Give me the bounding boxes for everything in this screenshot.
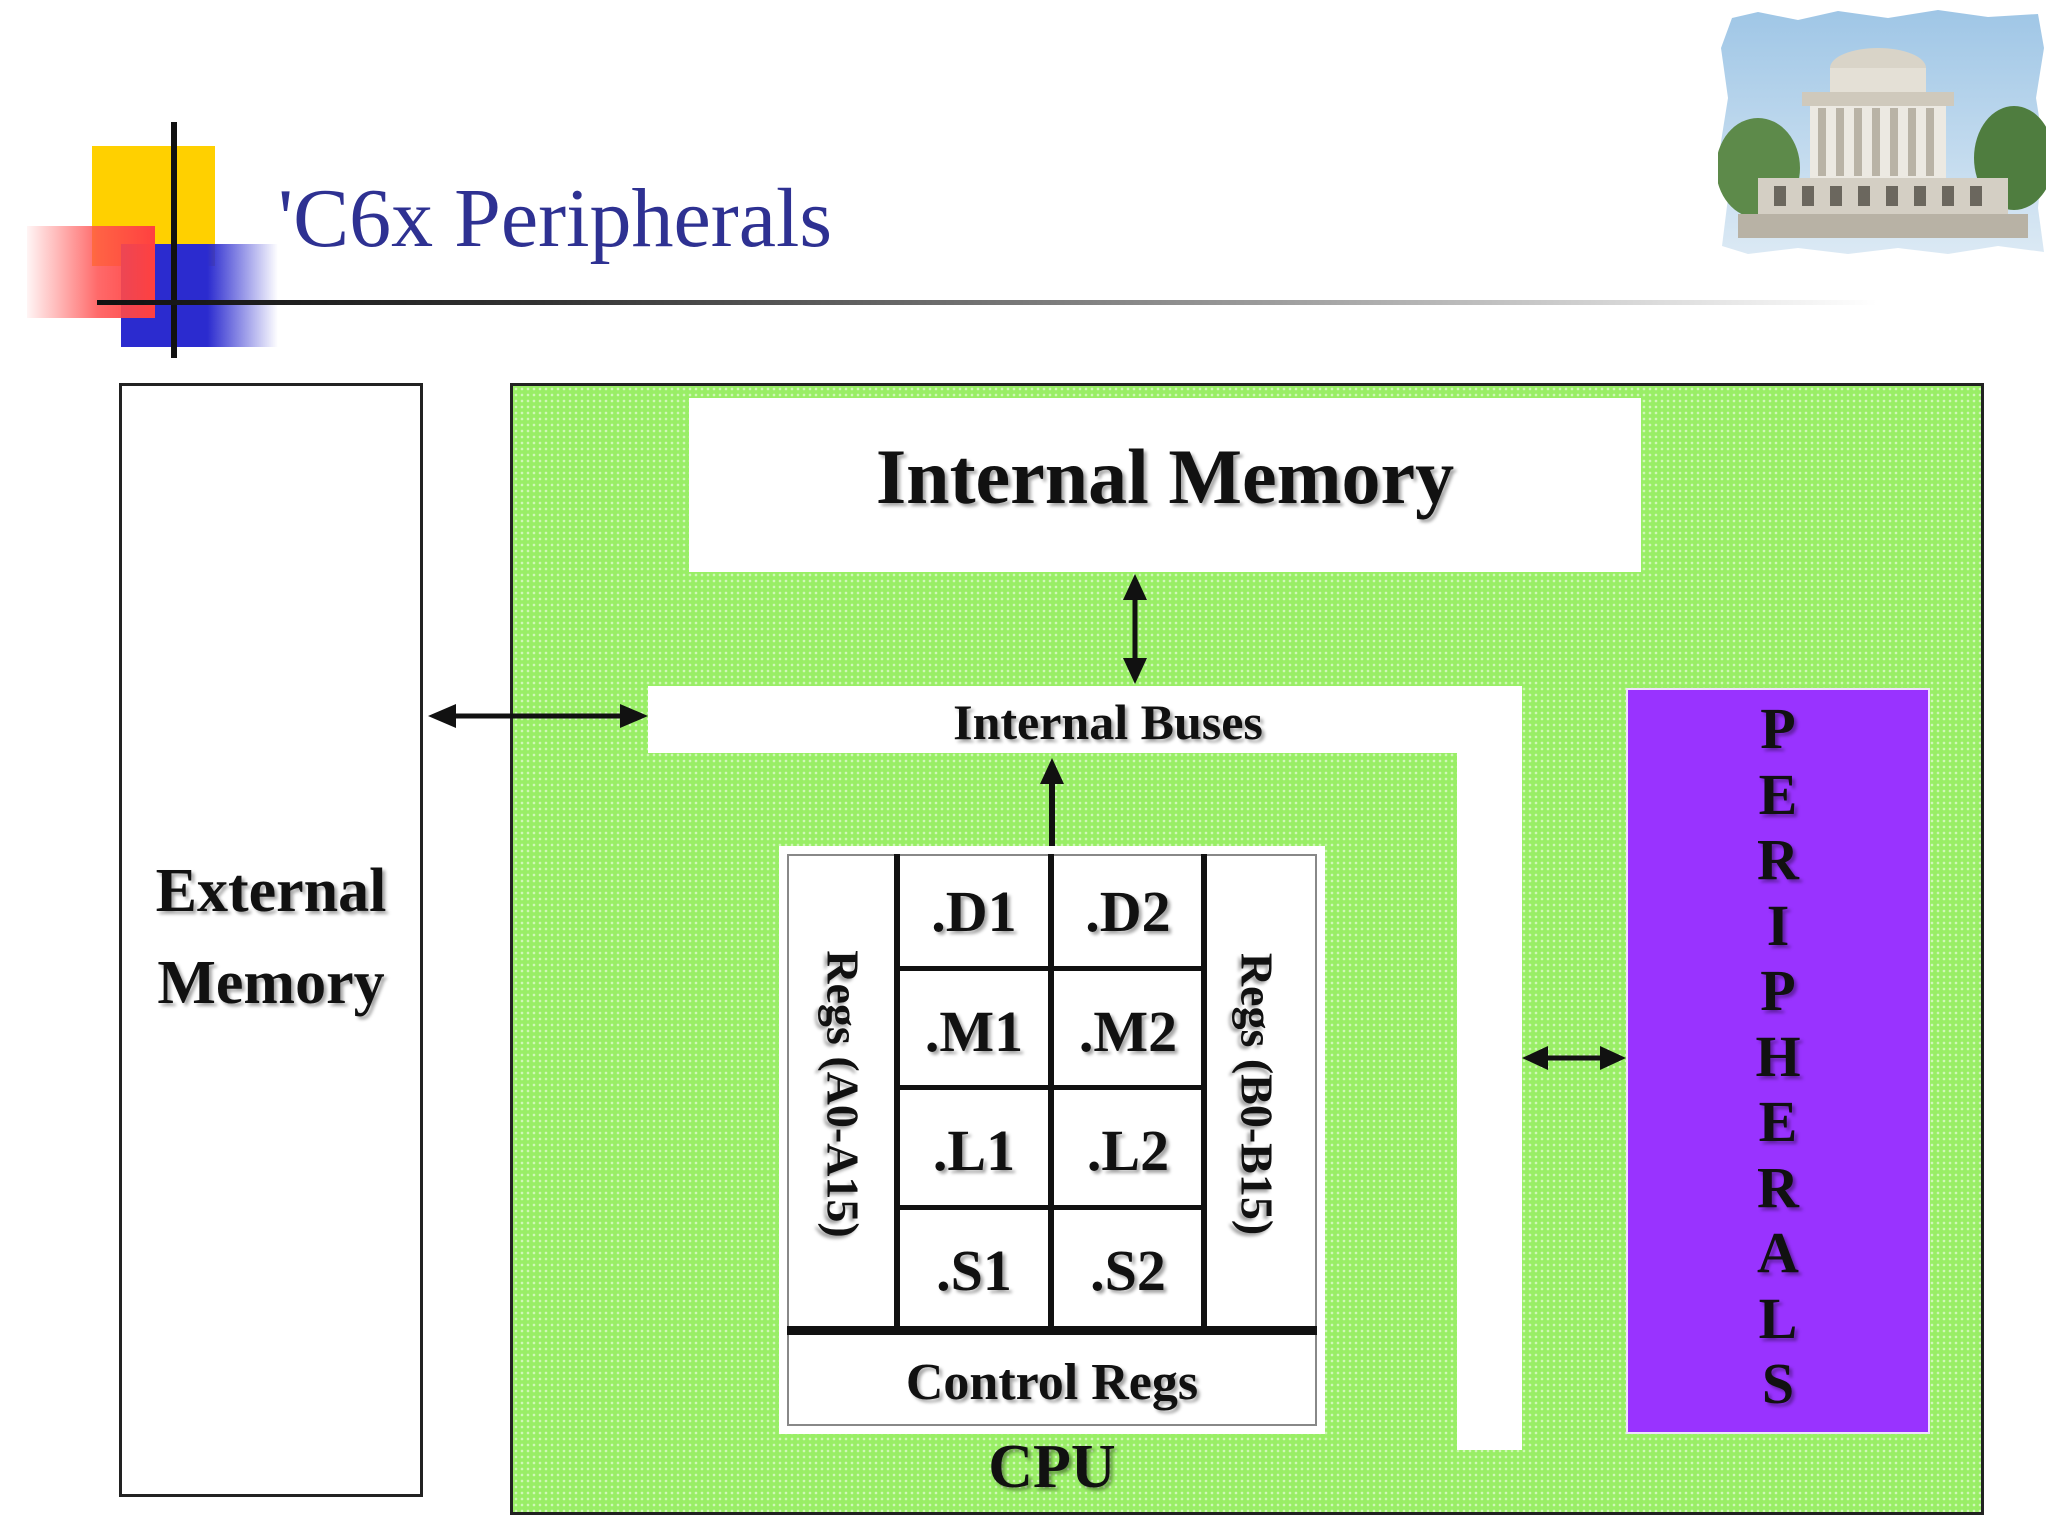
peripherals-letter: E [1758,1089,1798,1154]
internal-memory-box [689,398,1641,572]
regs-b-label: Regs (B0-B15) [1231,952,1283,1236]
peripherals-letter: P [1760,958,1796,1023]
cpu-unit-separator [900,1085,1201,1090]
peripherals-letter: R [1757,1154,1799,1220]
unit-l1: .L1 [932,1118,1016,1183]
external-memory-line1: External [155,857,387,925]
external-memory-box [119,383,423,1497]
peripherals-label: P E R I P H E R A L S [1626,696,1930,1417]
peripherals-letter: L [1758,1285,1798,1351]
internal-buses-horizontal [648,686,1522,753]
building-photo [1718,10,2046,254]
cpu-unit-separator [900,966,1201,971]
peripherals-letter: A [1757,1220,1799,1285]
control-regs-label: Control Regs [905,1354,1199,1411]
unit-m2: .M2 [1078,999,1178,1064]
cpu-control-separator [787,1326,1317,1335]
title-underline [97,300,1877,305]
external-memory-label: External Memory [119,845,423,1029]
cpu-divider-left [894,854,900,1329]
cpu-unit-separator [900,1205,1201,1210]
peripherals-box [1626,688,1930,1434]
peripherals-letter: S [1761,1351,1795,1416]
slide-title: 'C6x Peripherals [278,172,833,265]
unit-m1: .M1 [924,999,1024,1064]
unit-l2: .L2 [1086,1118,1170,1183]
internal-buses-vertical [1457,686,1522,1450]
peripherals-letter: H [1755,1023,1801,1089]
peripherals-letter: P [1760,696,1796,761]
cpu-divider-middle [1048,854,1054,1329]
unit-s2: .S2 [1090,1238,1166,1303]
external-memory-line2: Memory [157,949,385,1017]
peripherals-letter: I [1766,892,1790,958]
internal-memory-label: Internal Memory [875,433,1455,520]
peripherals-letter: R [1757,827,1799,892]
title-decoration-vertical-line [171,122,177,358]
internal-buses-label: Internal Buses [953,694,1263,750]
cpu-label: CPU [988,1433,1116,1501]
unit-d1: .D1 [931,879,1017,944]
unit-s1: .S1 [936,1238,1012,1303]
cpu-divider-right [1201,854,1207,1329]
regs-a-label: Regs (A0-A15) [817,950,869,1238]
peripherals-letter: E [1758,761,1798,827]
unit-d2: .D2 [1085,879,1171,944]
